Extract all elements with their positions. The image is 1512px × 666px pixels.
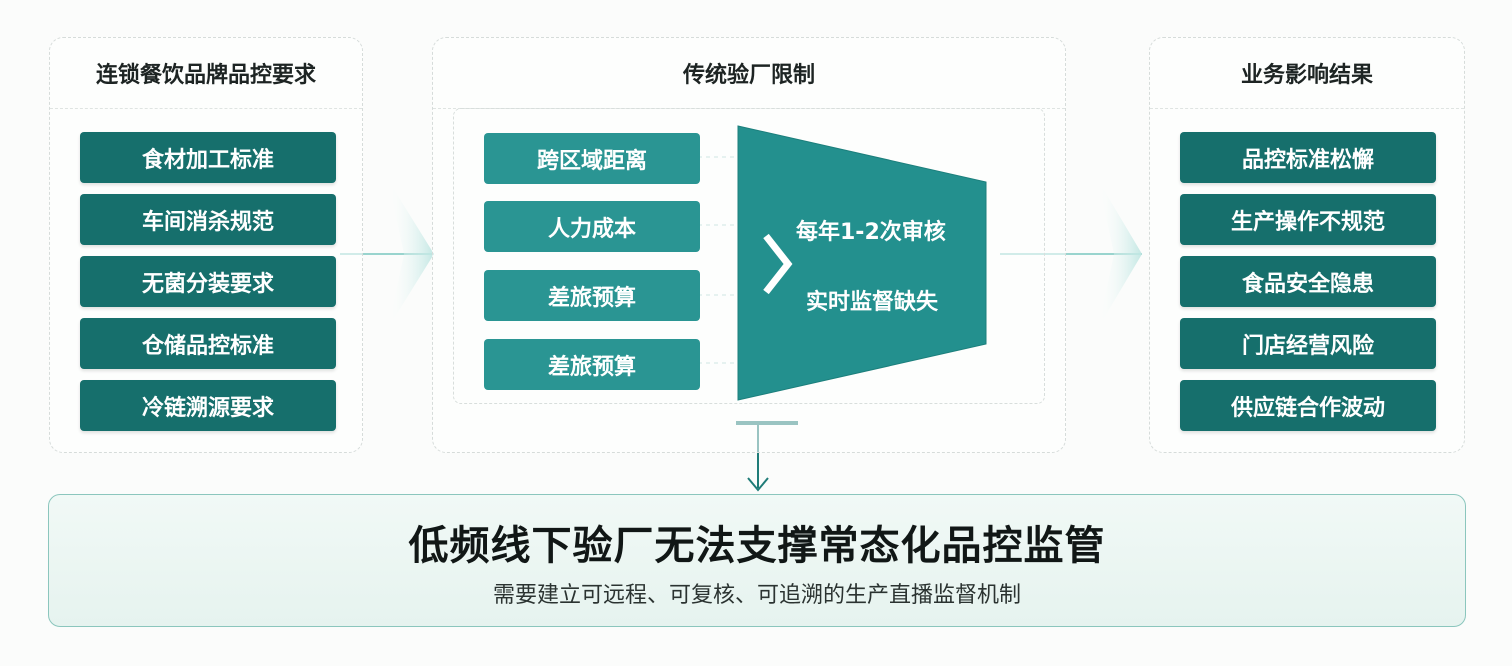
left-panel: 连锁餐饮品牌品控要求 食材加工标准 车间消杀规范 无菌分装要求 仓储品控标准 冷… bbox=[49, 37, 363, 453]
limitation-tile: 跨区域距离 bbox=[484, 133, 700, 184]
limitation-tile: 差旅预算 bbox=[484, 270, 700, 321]
impact-tile: 食品安全隐患 bbox=[1180, 256, 1436, 307]
requirement-tile: 车间消杀规范 bbox=[80, 194, 336, 245]
right-panel-title: 业务影响结果 bbox=[1150, 38, 1464, 109]
conclusion-banner: 低频线下验厂无法支撑常态化品控监管 需要建立可远程、可复核、可追溯的生产直播监督… bbox=[48, 494, 1466, 627]
requirement-tile: 无菌分装要求 bbox=[80, 256, 336, 307]
funnel-line-1: 每年1-2次审核 bbox=[796, 220, 946, 245]
impact-tile: 门店经营风险 bbox=[1180, 318, 1436, 369]
impact-tile: 生产操作不规范 bbox=[1180, 194, 1436, 245]
impact-tile: 品控标准松懈 bbox=[1180, 132, 1436, 183]
impact-tile: 供应链合作波动 bbox=[1180, 380, 1436, 431]
left-panel-title: 连锁餐饮品牌品控要求 bbox=[50, 38, 362, 109]
limitation-tile: 人力成本 bbox=[484, 201, 700, 252]
funnel-shape bbox=[737, 125, 987, 401]
requirement-tile: 仓储品控标准 bbox=[80, 318, 336, 369]
limitation-group: 跨区域距离 人力成本 差旅预算 差旅预算 bbox=[453, 108, 1045, 404]
funnel-line-2: 实时监督缺失 bbox=[806, 290, 939, 315]
chevron-right-icon bbox=[763, 233, 793, 295]
center-panel-title: 传统验厂限制 bbox=[433, 38, 1065, 109]
requirement-tile: 冷链溯源要求 bbox=[80, 380, 336, 431]
conclusion-title: 低频线下验厂无法支撑常态化品控监管 bbox=[408, 523, 1106, 569]
limitation-tile: 差旅预算 bbox=[484, 339, 700, 390]
right-panel: 业务影响结果 品控标准松懈 生产操作不规范 食品安全隐患 门店经营风险 供应链合… bbox=[1149, 37, 1465, 453]
conclusion-subtitle: 需要建立可远程、可复核、可追溯的生产直播监督机制 bbox=[492, 583, 1021, 608]
requirement-tile: 食材加工标准 bbox=[80, 132, 336, 183]
